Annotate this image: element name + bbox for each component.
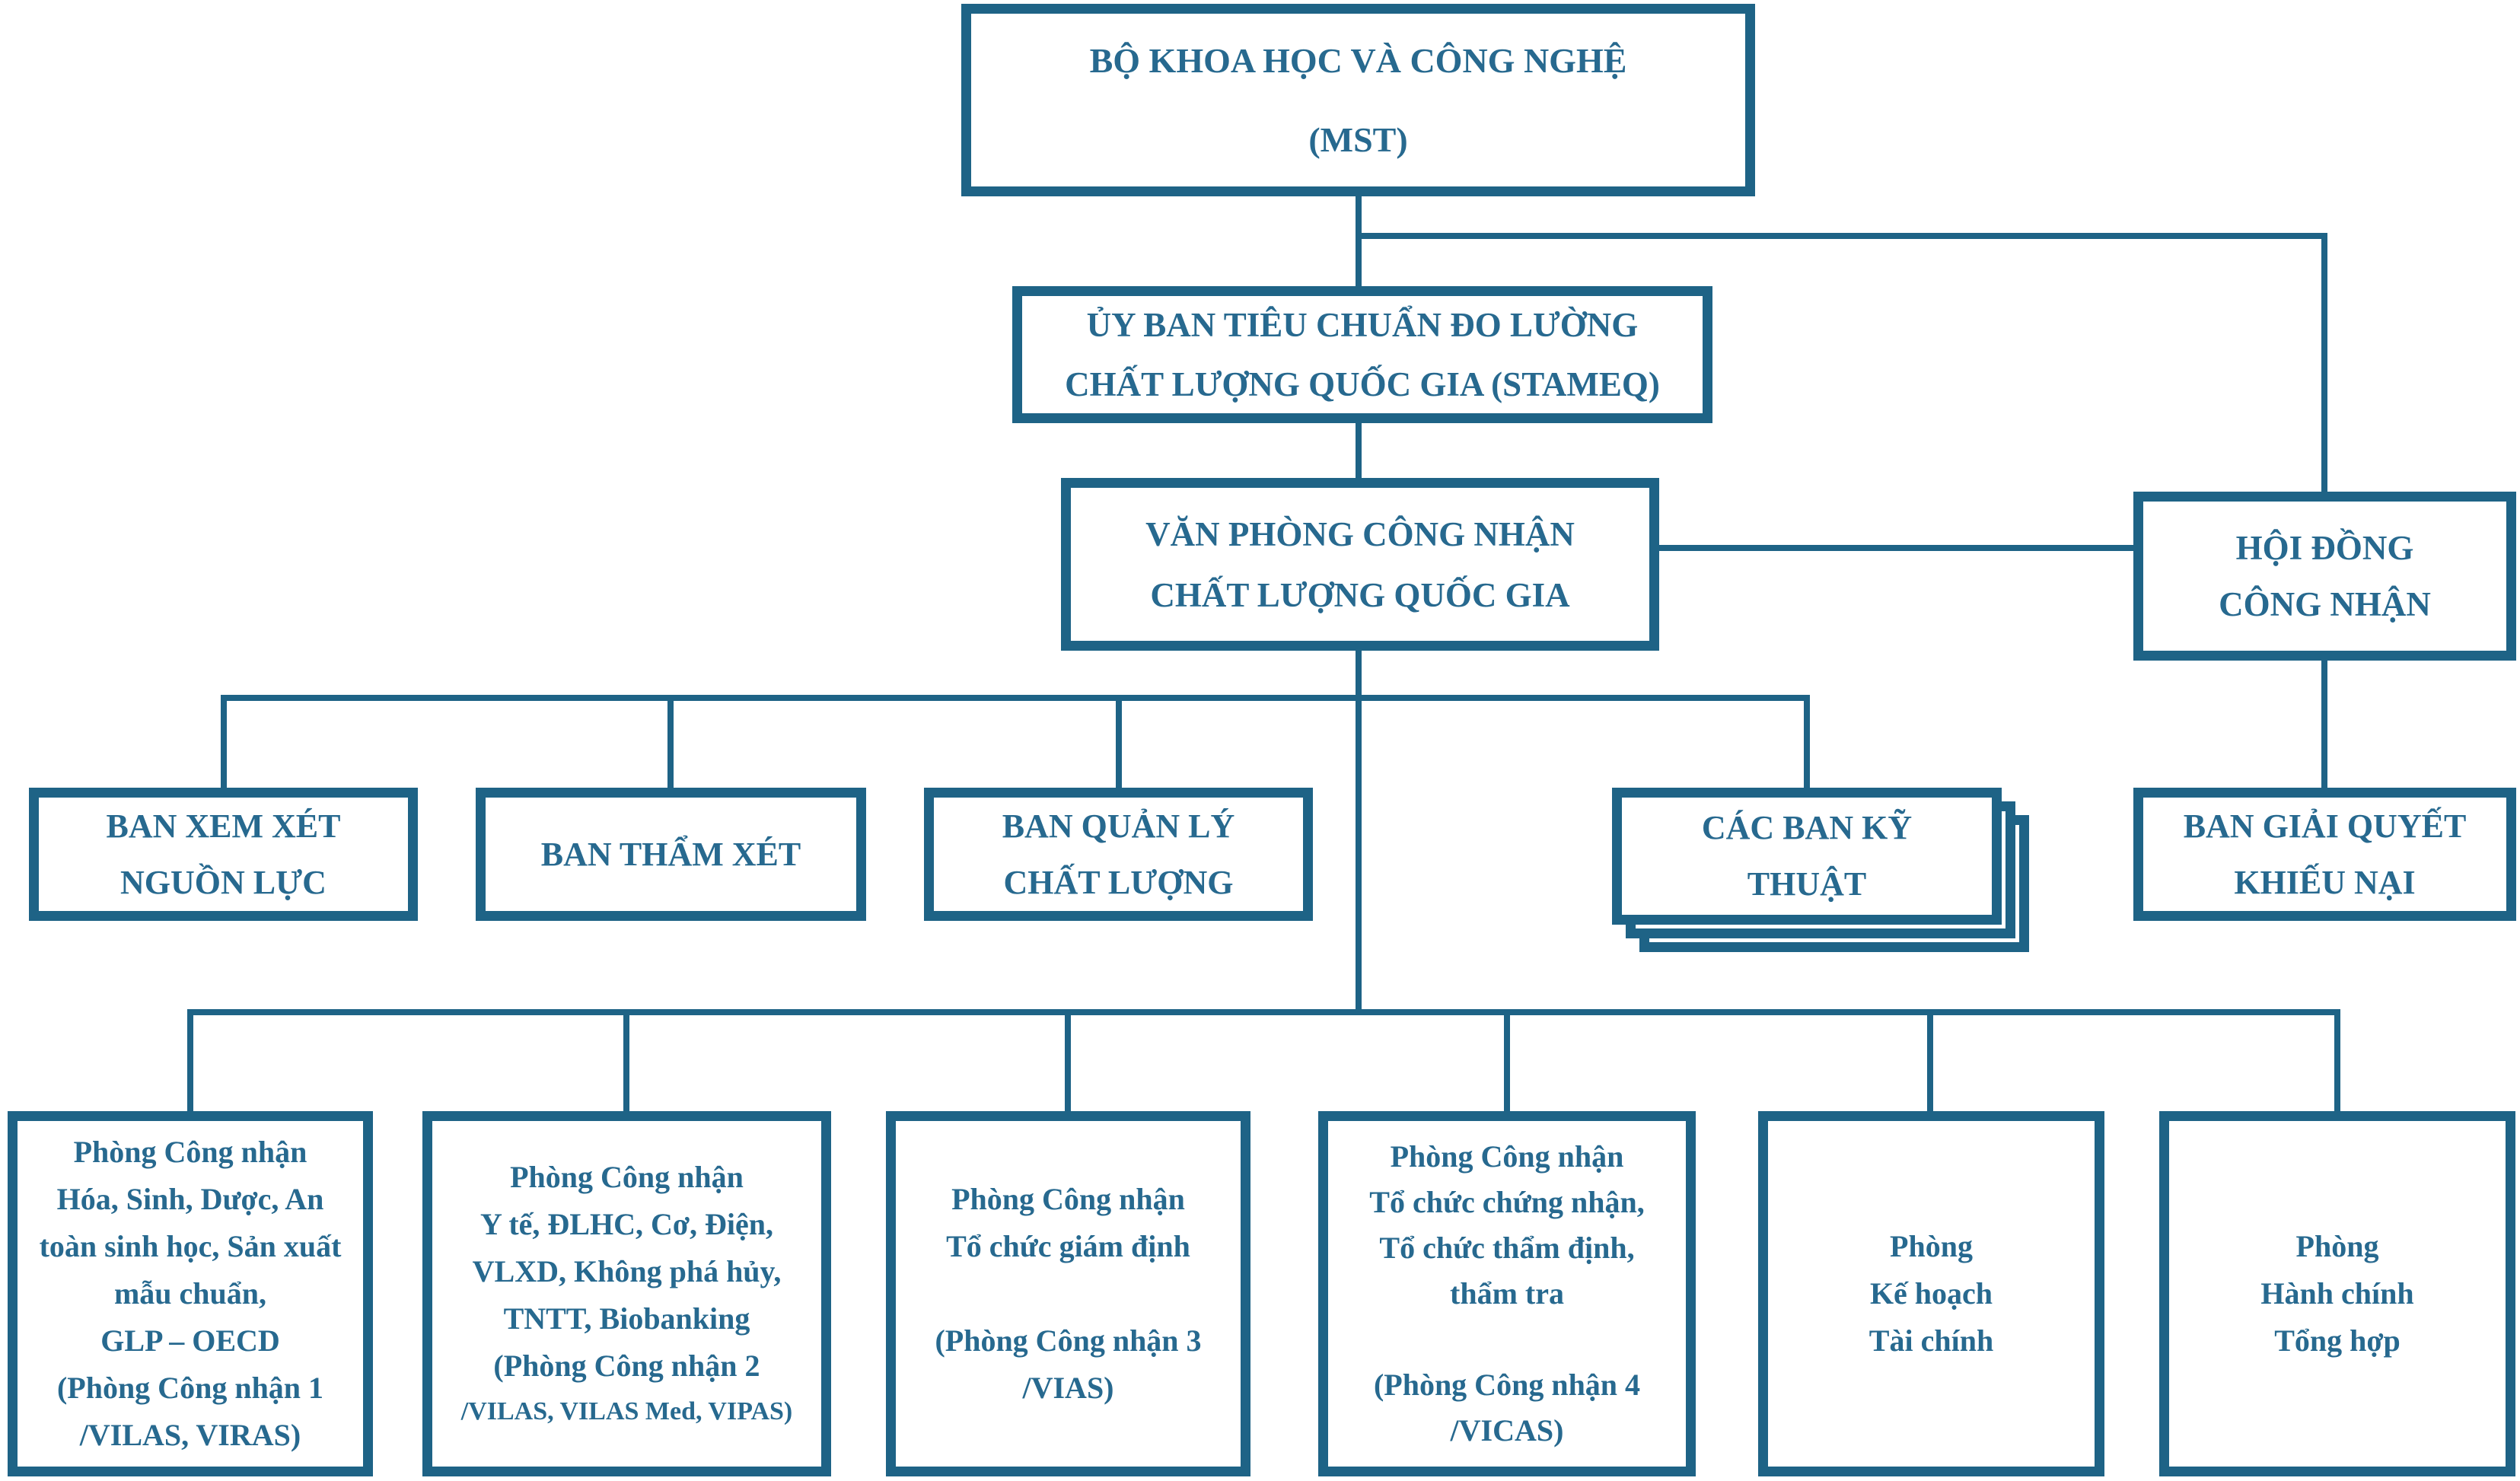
node-ban-xem-xet-nguon-luc: BAN XEM XÉT NGUỒN LỰC bbox=[29, 788, 418, 921]
node-phong-cong-nhan-1: Phòng Công nhận Hóa, Sinh, Dược, An toàn… bbox=[8, 1111, 373, 1476]
node-phong-cong-nhan-2-label: Phòng Công nhận Y tế, ĐLHC, Cơ, Điện, VL… bbox=[472, 1160, 782, 1383]
node-phong-cong-nhan-2: Phòng Công nhận Y tế, ĐLHC, Cơ, Điện, VL… bbox=[422, 1111, 831, 1476]
node-phong-hanh-chinh-tong-hop: Phòng Hành chính Tổng hợp bbox=[2159, 1111, 2515, 1476]
node-ban-xem-xet-label: BAN XEM XÉT NGUỒN LỰC bbox=[106, 807, 341, 901]
node-phong-cong-nhan-4-label: Phòng Công nhận Tổ chức chứng nhận, Tổ c… bbox=[1369, 1139, 1645, 1448]
node-accreditation-council: HỘI ĐỒNG CÔNG NHẬN bbox=[2133, 492, 2516, 661]
node-stameq: ỦY BAN TIÊU CHUẨN ĐO LƯỜNG CHẤT LƯỢNG QU… bbox=[1012, 286, 1712, 423]
node-phong-cong-nhan-1-label: Phòng Công nhận Hóa, Sinh, Dược, An toàn… bbox=[39, 1135, 342, 1452]
node-ban-quan-ly-label: BAN QUẢN LÝ CHẤT LƯỢNG bbox=[1002, 807, 1235, 901]
node-phong-cong-nhan-3-label: Phòng Công nhận Tổ chức giám định (Phòng… bbox=[935, 1182, 1202, 1405]
node-accreditation-office-label: VĂN PHÒNG CÔNG NHẬN CHẤT LƯỢNG QUỐC GIA bbox=[1145, 514, 1575, 614]
node-ban-giai-quyet-label: BAN GIẢI QUYẾT KHIẾU NẠI bbox=[2183, 807, 2467, 901]
node-phong-cong-nhan-3: Phòng Công nhận Tổ chức giám định (Phòng… bbox=[886, 1111, 1250, 1476]
node-phong-cong-nhan-2-sublabel: /VILAS, VILAS Med, VIPAS) bbox=[460, 1397, 793, 1425]
node-phong-hanh-chinh-label: Phòng Hành chính Tổng hợp bbox=[2260, 1229, 2414, 1358]
node-accreditation-office: VĂN PHÒNG CÔNG NHẬN CHẤT LƯỢNG QUỐC GIA bbox=[1061, 478, 1659, 651]
node-ban-giai-quyet-khieu-nai: BAN GIẢI QUYẾT KHIẾU NẠI bbox=[2133, 788, 2516, 921]
node-phong-ke-hoach-tai-chinh: Phòng Kế hoạch Tài chính bbox=[1758, 1111, 2104, 1476]
node-cac-ban-ky-thuat: CÁC BAN KỸ THUẬT bbox=[1612, 788, 2002, 925]
node-ban-tham-xet-label: BAN THẨM XÉT bbox=[540, 835, 801, 873]
node-ban-tham-xet: BAN THẨM XÉT bbox=[476, 788, 866, 921]
node-ban-quan-ly-chat-luong: BAN QUẢN LÝ CHẤT LƯỢNG bbox=[924, 788, 1313, 921]
node-phong-ke-hoach-label: Phòng Kế hoạch Tài chính bbox=[1868, 1229, 1994, 1358]
node-ministry-mst: BỘ KHOA HỌC VÀ CÔNG NGHỆ (MST) bbox=[961, 4, 1755, 196]
node-accreditation-council-label: HỘI ĐỒNG CÔNG NHẬN bbox=[2219, 529, 2431, 623]
node-stameq-label: ỦY BAN TIÊU CHUẨN ĐO LƯỜNG CHẤT LƯỢNG QU… bbox=[1065, 306, 1660, 403]
node-ministry-mst-label: BỘ KHOA HỌC VÀ CÔNG NGHỆ (MST) bbox=[1089, 40, 1627, 159]
node-phong-cong-nhan-4: Phòng Công nhận Tổ chức chứng nhận, Tổ c… bbox=[1318, 1111, 1696, 1476]
node-cac-ban-ky-thuat-label: CÁC BAN KỸ THUẬT bbox=[1701, 809, 1913, 903]
